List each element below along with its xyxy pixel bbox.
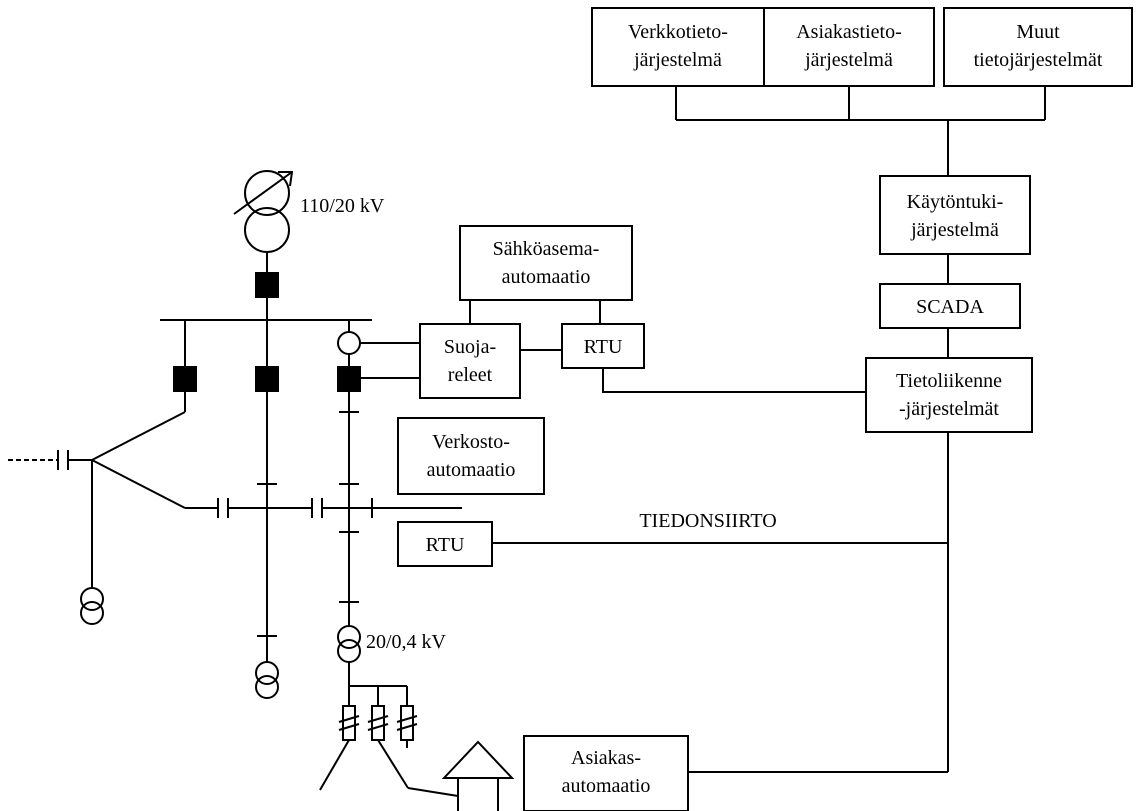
substation-automation-box: Sähköasema- automaatio <box>459 225 633 301</box>
network-automation-label-2: automaatio <box>427 459 516 481</box>
customer-automation-label-2: automaatio <box>562 775 651 797</box>
incoming-breaker <box>255 272 279 298</box>
info-systems-connector <box>675 86 1046 176</box>
feeder-2-breaker <box>255 366 279 392</box>
main-transformer-symbol <box>233 170 294 253</box>
fuse-3 <box>400 705 414 741</box>
protection-relays-box: Suoja- releet <box>419 323 521 399</box>
network-automation-label-1: Verkosto- <box>432 431 510 453</box>
feeder-2-transformer-upper <box>255 661 279 685</box>
feeder-1 <box>8 320 462 625</box>
field-rtu-label: RTU <box>426 534 465 556</box>
operation-support-label-2: järjestelmä <box>910 219 999 241</box>
other-info-systems-label-2: tietojärjestelmät <box>974 49 1103 71</box>
network-info-system-label-2: järjestelmä <box>633 49 722 71</box>
telecom-label-2: -järjestelmät <box>899 398 999 420</box>
connector-rtu-telecom <box>602 368 866 393</box>
telecom-systems-box: Tietoliikenne -järjestelmät <box>865 357 1033 433</box>
feeder-2 <box>255 320 279 699</box>
substation-automation-label-2: automaatio <box>502 266 591 288</box>
fuse-2 <box>371 705 385 741</box>
distribution-transformer-label: 20/0,4 kV <box>366 631 447 653</box>
distribution-transformer-lower <box>337 639 361 663</box>
distribution-transformer-upper <box>337 625 361 649</box>
feeder-1-breaker <box>173 366 197 392</box>
substation-automation-label-1: Sähköasema- <box>493 238 600 260</box>
network-info-system-label-1: Verkkotieto- <box>628 21 728 43</box>
network-info-system-box: Verkkotieto- järjestelmä <box>591 7 765 87</box>
customer-info-system-box: Asiakastieto- järjestelmä <box>763 7 935 87</box>
feeder-3-breaker <box>337 366 361 392</box>
customer-automation-label-1: Asiakas- <box>571 747 641 769</box>
substation-rtu-label: RTU <box>584 336 623 358</box>
customer-automation-box: Asiakas- automaatio <box>523 735 689 811</box>
other-info-systems-box: Muut tietojärjestelmät <box>943 7 1133 87</box>
measurement-circle <box>337 331 361 355</box>
scada-box: SCADA <box>879 283 1021 329</box>
data-transfer-label: TIEDONSIIRTO <box>639 510 776 532</box>
scada-label: SCADA <box>916 296 984 318</box>
protection-relays-label-2: releet <box>448 364 493 386</box>
customer-info-system-label-1: Asiakastieto- <box>796 21 902 43</box>
customer-house-icon <box>441 740 515 811</box>
operation-support-system-box: Käytöntuki- järjestelmä <box>879 175 1031 255</box>
feeder-1-transformer-upper <box>80 587 104 611</box>
telecom-label-1: Tietoliikenne <box>896 370 1002 392</box>
other-info-systems-label-1: Muut <box>1016 21 1060 43</box>
operation-support-label-1: Käytöntuki- <box>907 191 1004 213</box>
protection-relays-label-1: Suoja- <box>444 336 496 358</box>
feeder-1-transformer-lower <box>80 601 104 625</box>
main-transformer-label: 110/20 kV <box>300 195 385 217</box>
field-rtu-box: RTU <box>397 521 493 567</box>
network-automation-box: Verkosto- automaatio <box>397 417 545 495</box>
feeder-2-transformer-lower <box>255 675 279 699</box>
substation-rtu-box: RTU <box>561 323 645 369</box>
feeder-3 <box>319 320 459 797</box>
fuse-1 <box>342 705 356 741</box>
customer-info-system-label-2: järjestelmä <box>804 49 893 71</box>
